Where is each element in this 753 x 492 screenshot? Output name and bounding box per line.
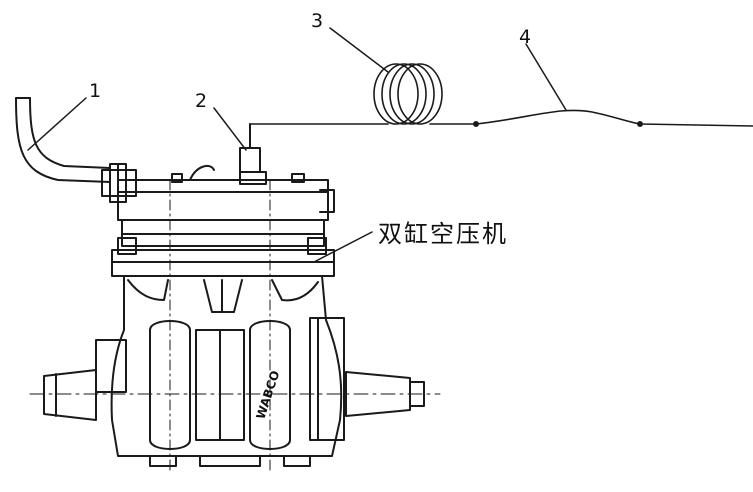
center-lines bbox=[169, 179, 271, 471]
cylinder-head bbox=[117, 164, 335, 255]
pipe-1 bbox=[15, 97, 111, 183]
coil-3 bbox=[373, 63, 443, 125]
callout-4: 4 bbox=[519, 26, 531, 48]
callout-1: 1 bbox=[89, 80, 101, 102]
callout-2: 2 bbox=[195, 90, 207, 112]
crankshaft bbox=[29, 369, 441, 421]
flange-band bbox=[111, 249, 335, 277]
callout-3: 3 bbox=[311, 10, 323, 32]
compressor-label: 双缸空压机 bbox=[378, 220, 508, 248]
leader-lines bbox=[27, 27, 567, 263]
crankcase bbox=[95, 275, 345, 467]
signal-line-4 bbox=[249, 109, 753, 128]
brand-text: WABCO bbox=[254, 369, 283, 421]
sensor-2 bbox=[239, 123, 261, 173]
